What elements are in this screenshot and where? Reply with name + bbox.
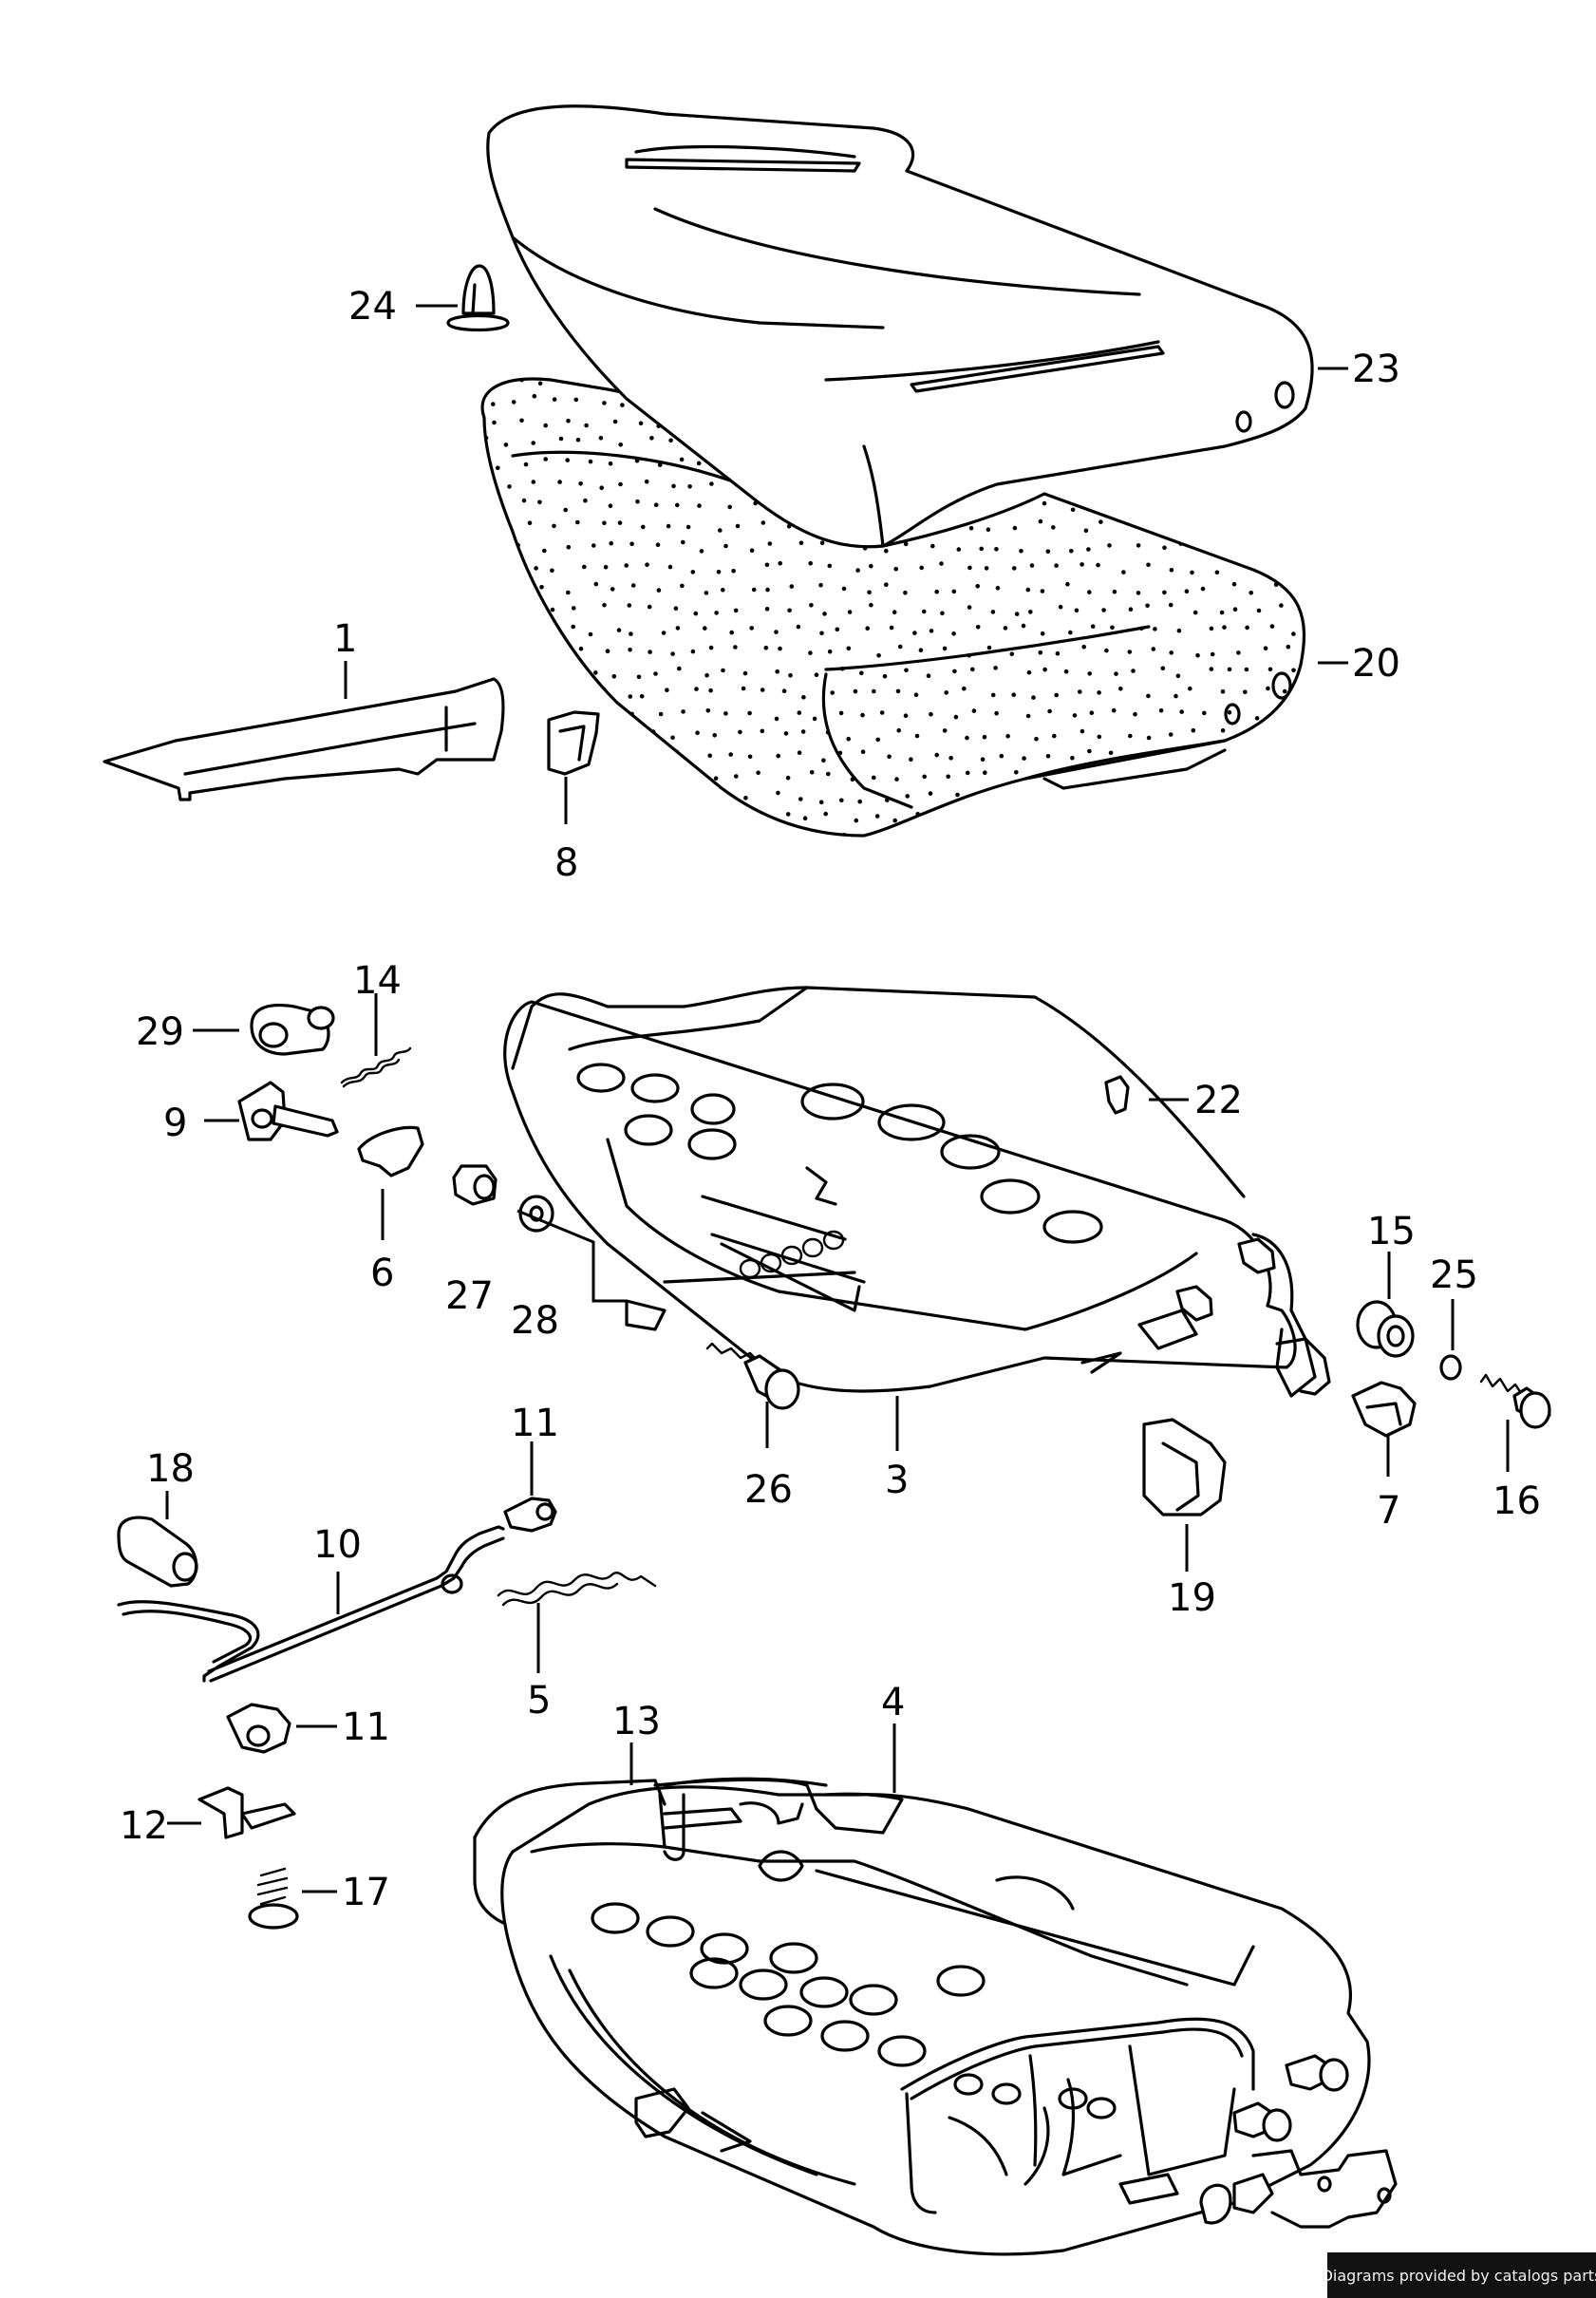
bushing-part-15[interactable] bbox=[1356, 1300, 1415, 1358]
callout-18: 18 bbox=[146, 1447, 195, 1491]
side-trim-part-1[interactable] bbox=[103, 677, 505, 801]
callout-11-lower: 11 bbox=[342, 1705, 390, 1749]
callout-26: 26 bbox=[744, 1468, 793, 1512]
callout-22: 22 bbox=[1194, 1079, 1243, 1122]
bracket-part-19[interactable] bbox=[1142, 1418, 1227, 1516]
cap-part-11-upper[interactable] bbox=[503, 1497, 557, 1533]
callout-29: 29 bbox=[136, 1010, 184, 1054]
seat-cover-part-23[interactable] bbox=[486, 104, 1314, 549]
push-clip-part-24[interactable] bbox=[446, 264, 510, 332]
callout-4: 4 bbox=[881, 1681, 905, 1724]
screw-part-17[interactable] bbox=[248, 1867, 299, 1930]
washer-part-25[interactable] bbox=[1439, 1354, 1462, 1381]
callout-labels: 24 21 23 20 1 8 29 14 9 22 6 27 28 15 25… bbox=[120, 272, 1541, 1914]
cap-part-11-lower[interactable] bbox=[226, 1703, 291, 1754]
clip-part-7[interactable] bbox=[1351, 1381, 1417, 1438]
callout-27: 27 bbox=[445, 1274, 494, 1318]
bolt-part-26[interactable] bbox=[705, 1342, 800, 1410]
clip-part-22[interactable] bbox=[1104, 1075, 1130, 1115]
callout-9: 9 bbox=[163, 1102, 187, 1145]
seat-foam-part-20[interactable] bbox=[480, 377, 1306, 838]
callout-20: 20 bbox=[1352, 642, 1400, 686]
seat-frame-part-3[interactable] bbox=[503, 986, 1331, 1398]
callout-17: 17 bbox=[342, 1871, 390, 1914]
spring-part-5[interactable] bbox=[497, 1572, 657, 1607]
credit-banner: Diagrams provided by catalogs parts bbox=[1322, 2252, 1596, 2298]
callout-15: 15 bbox=[1367, 1210, 1416, 1253]
callout-16: 16 bbox=[1493, 1479, 1541, 1523]
lower-frame-part-4[interactable] bbox=[473, 1777, 1398, 2256]
callout-5: 5 bbox=[527, 1679, 551, 1723]
callout-7: 7 bbox=[1377, 1489, 1400, 1533]
callout-24: 24 bbox=[348, 285, 397, 329]
leader-lines bbox=[165, 304, 1510, 1893]
callout-28: 28 bbox=[511, 1299, 559, 1343]
callout-25: 25 bbox=[1430, 1253, 1478, 1297]
bracket-part-6[interactable] bbox=[357, 1125, 424, 1177]
callout-14: 14 bbox=[353, 959, 402, 1003]
callout-3: 3 bbox=[885, 1459, 909, 1502]
bracket-part-12[interactable] bbox=[197, 1786, 296, 1839]
clip-part-8[interactable] bbox=[547, 710, 600, 776]
spring-part-14[interactable] bbox=[340, 1046, 412, 1088]
callout-11-upper: 11 bbox=[511, 1402, 559, 1445]
callout-19: 19 bbox=[1168, 1576, 1216, 1620]
bushing-part-29[interactable] bbox=[250, 1004, 335, 1056]
knob-part-18[interactable] bbox=[117, 1516, 198, 1588]
callout-10: 10 bbox=[313, 1523, 362, 1567]
lever-part-9[interactable] bbox=[237, 1081, 339, 1141]
nut-part-27[interactable] bbox=[452, 1164, 498, 1206]
callout-23: 23 bbox=[1352, 348, 1400, 391]
rod-part-10[interactable] bbox=[117, 1525, 505, 1683]
callout-6: 6 bbox=[370, 1252, 394, 1295]
bolt-part-16[interactable] bbox=[1479, 1373, 1551, 1429]
callout-1: 1 bbox=[333, 617, 357, 661]
callout-13: 13 bbox=[612, 1700, 661, 1743]
callout-8: 8 bbox=[554, 841, 578, 885]
callout-12: 12 bbox=[120, 1804, 168, 1848]
